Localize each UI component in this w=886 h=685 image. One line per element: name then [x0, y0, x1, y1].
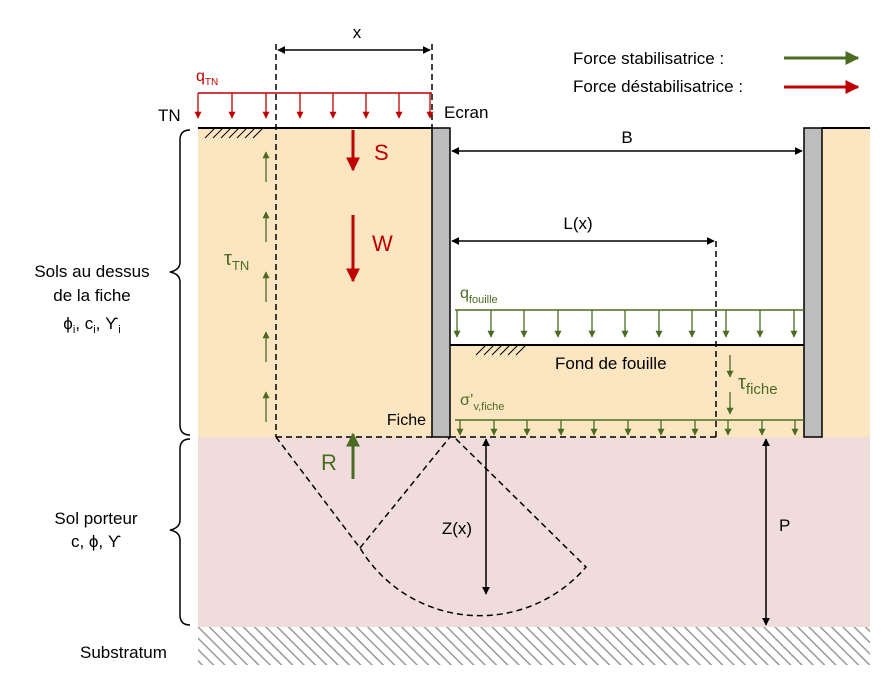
- force-w-label: W: [372, 231, 393, 256]
- stress-sigma-fiche-arrows: [455, 419, 804, 436]
- bearing-soil: [198, 437, 870, 627]
- lx-label: L(x): [563, 214, 592, 233]
- sigma-fiche-label: σ’v,fiche: [460, 392, 504, 413]
- legend-destabilizing-label: Force déstabilisatrice :: [573, 77, 743, 96]
- brace-bearing-soil: [169, 438, 191, 626]
- legend-stabilizing-label: Force stabilisatrice :: [573, 49, 724, 68]
- bearing-soil-label-line2: c, ϕ, ϒ: [71, 532, 121, 551]
- fond-de-fouille-label: Fond de fouille: [555, 354, 667, 373]
- fiche-label: Fiche: [387, 412, 426, 429]
- retaining-wall-left: [431, 127, 451, 438]
- tau-fiche-label: τfiche: [738, 372, 778, 398]
- force-s-label: S: [374, 140, 389, 165]
- tau-tn-label: τTN: [224, 248, 249, 273]
- ecran-label: Ecran: [444, 103, 488, 122]
- bearing-soil-label-line1: Sol porteur: [54, 509, 137, 528]
- ground-hatch-symbol-tn: [204, 127, 264, 139]
- upper-soil-excavation: [450, 345, 804, 437]
- q-tn-label: qTN: [196, 68, 218, 88]
- b-label: B: [621, 128, 632, 147]
- ground-hatch-symbol-fouille: [475, 344, 527, 356]
- upper-soil-label-line2: de la fiche: [53, 286, 131, 305]
- x-label: x: [353, 23, 362, 42]
- q-fouille-label: qfouille: [460, 285, 498, 306]
- surcharge-q-fouille-arrows: [453, 309, 804, 338]
- substratum-label: Substratum: [80, 643, 167, 662]
- upper-soil-left: [198, 128, 432, 437]
- zx-label: Z(x): [442, 519, 472, 538]
- p-label: P: [779, 516, 790, 535]
- tn-label: TN: [158, 106, 181, 125]
- upper-soil-params: ϕi, ci, ϒi: [63, 314, 120, 336]
- retaining-wall-right: [803, 127, 823, 438]
- substratum-hatch: [198, 627, 870, 665]
- upper-soil-right: [822, 128, 870, 437]
- upper-soil-label-line1: Sols au dessus: [34, 262, 149, 281]
- surcharge-q-tn-arrows: [194, 92, 434, 119]
- force-r-label: R: [321, 450, 337, 475]
- brace-upper-soil: [169, 129, 191, 436]
